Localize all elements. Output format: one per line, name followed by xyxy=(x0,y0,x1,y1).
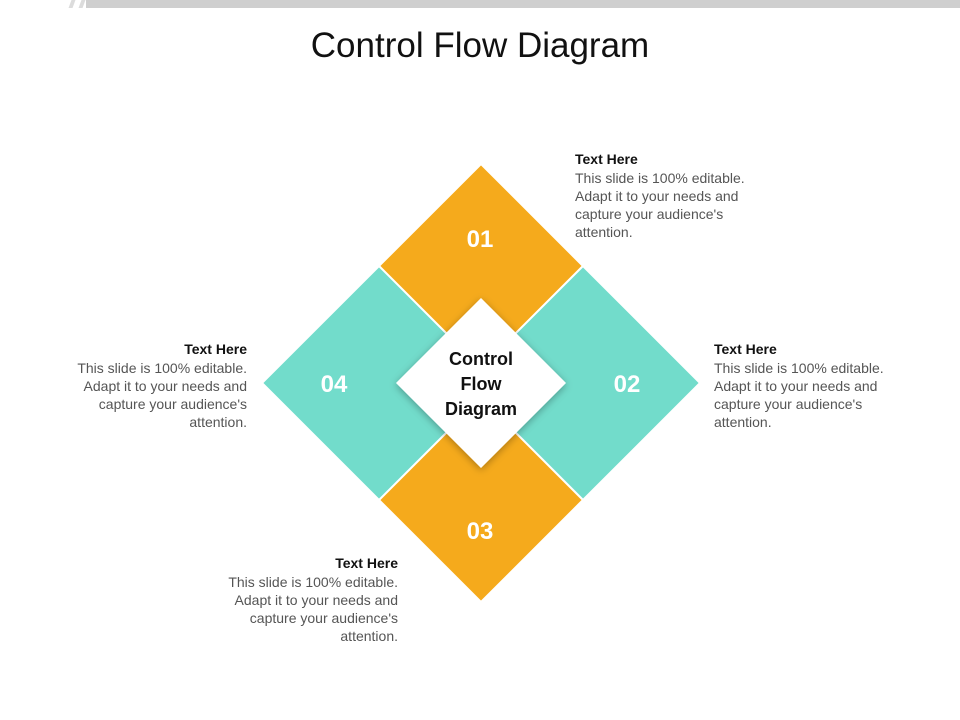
callout-03: Text Here This slide is 100% editable. A… xyxy=(228,554,398,645)
callout-03-heading: Text Here xyxy=(335,555,398,571)
segment-02-number: 02 xyxy=(614,371,641,398)
callout-02-heading: Text Here xyxy=(714,341,777,357)
callout-03-body: This slide is 100% editable. Adapt it to… xyxy=(228,574,398,644)
callout-01-heading: Text Here xyxy=(575,151,638,167)
callout-04-heading: Text Here xyxy=(184,341,247,357)
center-label-line-1: Control xyxy=(449,349,513,369)
slide-title: Control Flow Diagram xyxy=(310,26,650,65)
segment-04-number: 04 xyxy=(321,371,348,398)
callout-01-body: This slide is 100% editable. Adapt it to… xyxy=(575,170,745,240)
callout-02: Text Here This slide is 100% editable. A… xyxy=(714,340,884,431)
center-label-line-2: Flow xyxy=(461,374,503,394)
top-decorative-bar xyxy=(86,0,960,8)
callout-02-body: This slide is 100% editable. Adapt it to… xyxy=(714,360,884,430)
segment-01-number: 01 xyxy=(467,226,494,253)
center-diamond xyxy=(396,298,566,468)
callout-04-body: This slide is 100% editable. Adapt it to… xyxy=(77,360,247,430)
callout-04: Text Here This slide is 100% editable. A… xyxy=(77,340,247,431)
center-label-line-3: Diagram xyxy=(445,399,517,419)
callout-01: Text Here This slide is 100% editable. A… xyxy=(575,150,745,241)
segment-03-number: 03 xyxy=(467,518,494,545)
